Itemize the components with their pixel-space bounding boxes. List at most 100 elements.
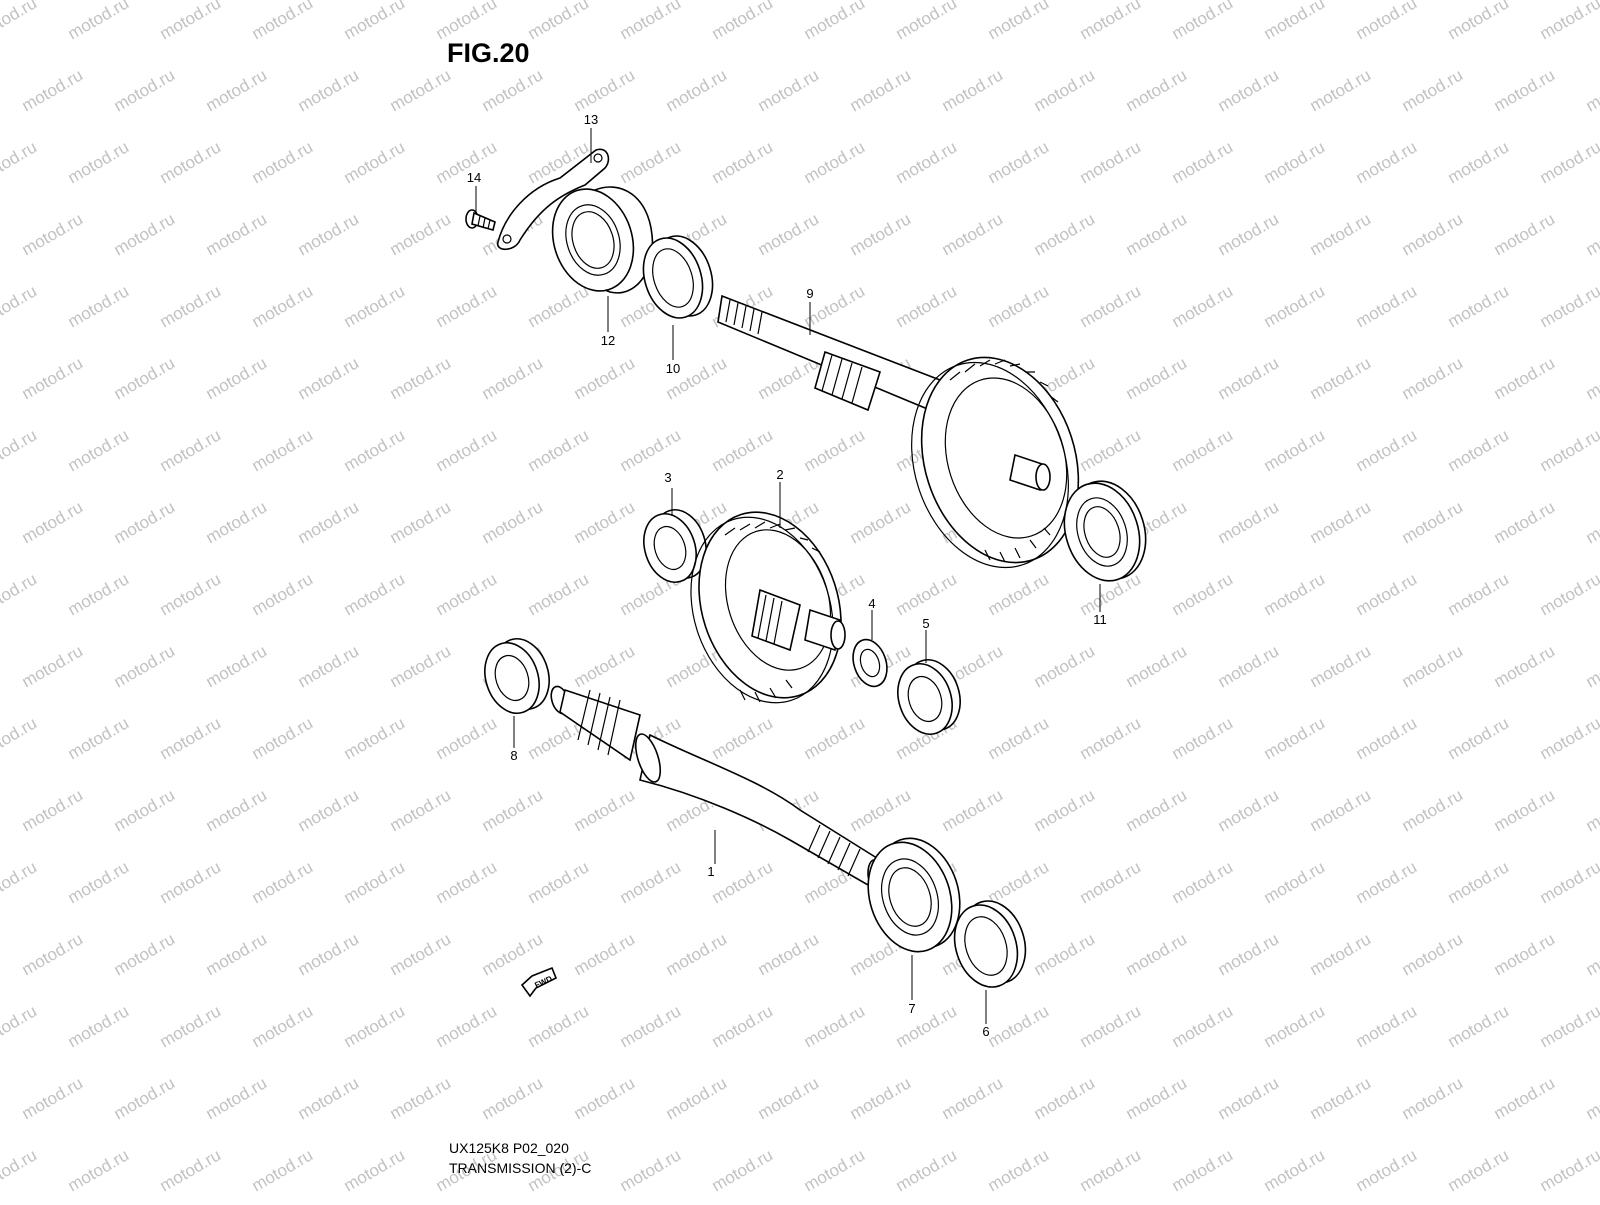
watermark-text: motod.ru	[1123, 1073, 1191, 1123]
watermark-text: motod.ru	[755, 209, 823, 259]
watermark-text: motod.ru	[617, 0, 685, 43]
watermark-text: motod.ru	[1445, 281, 1513, 331]
watermark-text: motod.ru	[479, 497, 547, 547]
callout-5: 5	[922, 616, 929, 631]
watermark-text: motod.ru	[1123, 209, 1191, 259]
watermark-text: motod.ru	[1169, 0, 1237, 43]
watermark-text: motod.ru	[939, 65, 1007, 115]
watermark-text: motod.ru	[985, 569, 1053, 619]
watermark-text: motod.ru	[387, 929, 455, 979]
watermark-text: motod.ru	[1445, 569, 1513, 619]
watermark-text: motod.ru	[65, 0, 133, 43]
watermark-text: motod.ru	[1353, 425, 1421, 475]
watermark-text: motod.ru	[1261, 713, 1329, 763]
callout-11: 11	[1093, 612, 1107, 627]
watermark-text: motod.ru	[985, 1001, 1053, 1051]
callout-3: 3	[664, 470, 671, 485]
watermark-text: motod.ru	[249, 425, 317, 475]
callout-2: 2	[776, 467, 783, 482]
watermark-text: motod.ru	[1537, 857, 1600, 907]
watermark-text: motod.ru	[571, 929, 639, 979]
watermark-text: motod.ru	[1077, 1001, 1145, 1051]
watermark-text: motod.ru	[249, 713, 317, 763]
watermark-text: motod.ru	[617, 425, 685, 475]
watermark-text: motod.ru	[295, 785, 363, 835]
watermark-text: motod.ru	[1215, 1073, 1283, 1123]
watermark-text: motod.ru	[1491, 497, 1559, 547]
watermark-text: motod.ru	[755, 1073, 823, 1123]
watermark-text: motod.ru	[433, 857, 501, 907]
watermark-text: motod.ru	[111, 1073, 179, 1123]
watermark-text: motod.ru	[249, 281, 317, 331]
watermark-text: motod.ru	[985, 0, 1053, 43]
watermark-text: motod.ru	[0, 281, 40, 331]
watermark-text: motod.ru	[1353, 857, 1421, 907]
watermark-text: motod.ru	[1399, 929, 1467, 979]
watermark-text: motod.ru	[157, 1001, 225, 1051]
watermark-text: motod.ru	[341, 569, 409, 619]
watermark-text: motod.ru	[1123, 929, 1191, 979]
watermark-text: motod.ru	[1261, 569, 1329, 619]
watermark-text: motod.ru	[847, 209, 915, 259]
watermark-text: motod.ru	[295, 497, 363, 547]
watermark-text: motod.ru	[249, 569, 317, 619]
watermark-text: motod.ru	[1445, 0, 1513, 43]
watermark-text: motod.ru	[1261, 137, 1329, 187]
watermark-text: motod.ru	[525, 1001, 593, 1051]
watermark-text: motod.ru	[571, 353, 639, 403]
watermark-text: motod.ru	[709, 425, 777, 475]
watermark-text: motod.ru	[1491, 929, 1559, 979]
watermark-text: motod.ru	[1353, 1001, 1421, 1051]
watermark-text: motod.ru	[571, 497, 639, 547]
watermark-text: motod.ru	[893, 137, 961, 187]
watermark-text: motod.ru	[387, 1073, 455, 1123]
part-8-bearing	[476, 632, 558, 721]
watermark-text: motod.ru	[571, 65, 639, 115]
watermark-text: motod.ru	[1169, 713, 1237, 763]
watermark-text: motod.ru	[1537, 137, 1600, 187]
watermark-text: motod.ru	[1123, 641, 1191, 691]
watermark-text: motod.ru	[709, 1145, 777, 1195]
watermark-text: motod.ru	[1583, 353, 1600, 403]
watermark-text: motod.ru	[19, 353, 87, 403]
watermark-text: motod.ru	[985, 281, 1053, 331]
watermark-text: motod.ru	[847, 497, 915, 547]
watermark-text: motod.ru	[249, 0, 317, 43]
watermark-text: motod.ru	[479, 929, 547, 979]
watermark-text: motod.ru	[111, 929, 179, 979]
watermark-text: motod.ru	[1583, 929, 1600, 979]
watermark-text: motod.ru	[1445, 857, 1513, 907]
watermark-text: motod.ru	[111, 65, 179, 115]
watermark-text: motod.ru	[111, 785, 179, 835]
watermark-text: motod.ru	[1491, 785, 1559, 835]
watermark-text: motod.ru	[1123, 65, 1191, 115]
watermark-text: motod.ru	[387, 353, 455, 403]
watermark-text: motod.ru	[249, 1001, 317, 1051]
watermark-text: motod.ru	[1583, 1073, 1600, 1123]
watermark-text: motod.ru	[709, 857, 777, 907]
watermark-text: motod.ru	[1307, 641, 1375, 691]
watermark-text: motod.ru	[65, 713, 133, 763]
watermark-text: motod.ru	[1169, 569, 1237, 619]
watermark-text: motod.ru	[249, 857, 317, 907]
watermark-text: motod.ru	[801, 425, 869, 475]
watermark-text: motod.ru	[709, 713, 777, 763]
watermark-text: motod.ru	[19, 1073, 87, 1123]
watermark-text: motod.ru	[985, 713, 1053, 763]
watermark-text: motod.ru	[249, 137, 317, 187]
watermark-text: motod.ru	[1537, 1001, 1600, 1051]
figure-caption: TRANSMISSION (2)-C	[449, 1160, 591, 1176]
watermark-text: motod.ru	[617, 1145, 685, 1195]
watermark-text: motod.ru	[0, 713, 40, 763]
watermark-text: motod.ru	[157, 1145, 225, 1195]
watermark-text: motod.ru	[1031, 641, 1099, 691]
watermark-text: motod.ru	[387, 209, 455, 259]
watermark-text: motod.ru	[203, 353, 271, 403]
watermark-text: motod.ru	[1445, 425, 1513, 475]
watermark-text: motod.ru	[203, 929, 271, 979]
watermark-text: motod.ru	[1353, 0, 1421, 43]
watermark-text: motod.ru	[0, 857, 40, 907]
watermark-text: motod.ru	[939, 1073, 1007, 1123]
